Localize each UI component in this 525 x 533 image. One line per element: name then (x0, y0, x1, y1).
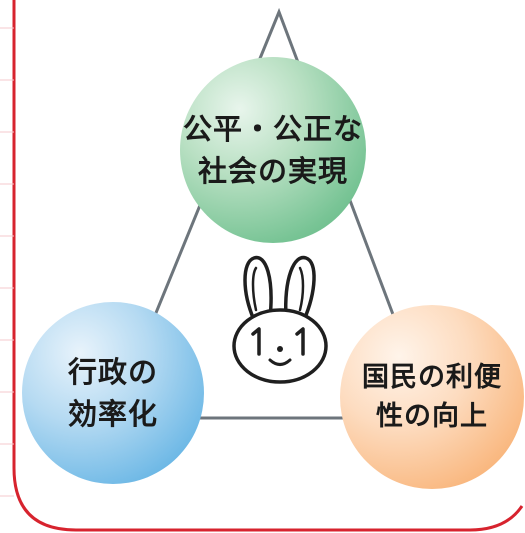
circle-fair-society-line2: 社会の実現 (197, 154, 348, 188)
rabbit-mascot-icon (232, 255, 328, 384)
circle-fair-society: 公平・公正な 社会の実現 (180, 57, 366, 243)
circle-fair-society-line1: 公平・公正な (182, 111, 363, 146)
connector-triangle (110, 7, 435, 420)
frame-border (12, 0, 524, 532)
circle-admin-efficiency-line2: 効率化 (67, 397, 158, 431)
circle-admin-efficiency-line1: 行政の (67, 354, 158, 389)
circle-admin-efficiency: 行政の 効率化 (22, 302, 204, 484)
circle-citizen-convenience-line2: 性の向上 (376, 401, 488, 432)
circle-citizen-convenience: 国民の利便 性の向上 (340, 305, 524, 489)
ruled-lines (0, 27, 14, 497)
circle-citizen-convenience-line1: 国民の利便 (362, 361, 502, 393)
